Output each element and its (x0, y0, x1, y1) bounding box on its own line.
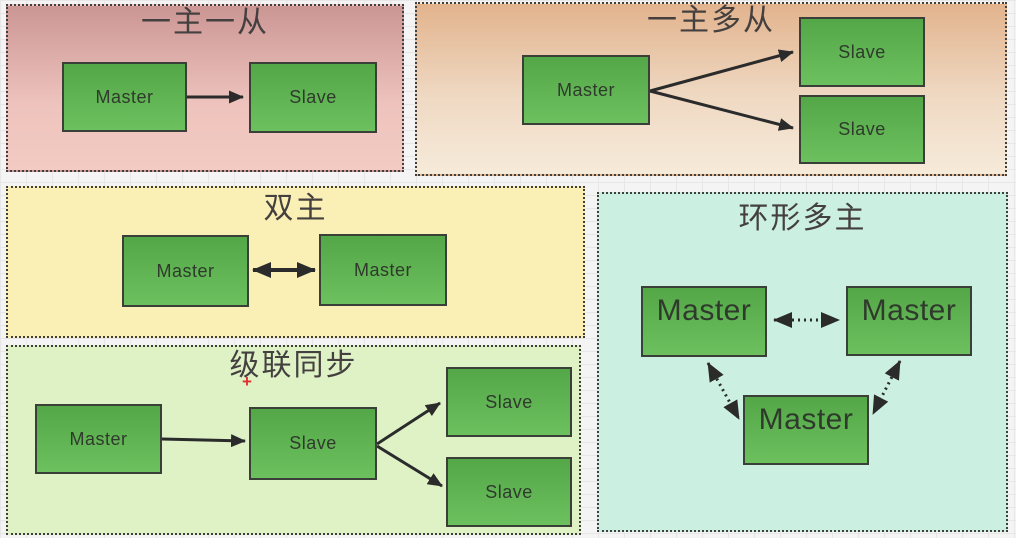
panel-title-dual-master: 双主 (263, 192, 328, 225)
panel-cascade-sync: 级联同步 + Master Slave Slave Slave (6, 345, 581, 535)
node-label: Master (556, 79, 615, 100)
master-node-right: Master (319, 234, 447, 306)
node-label: Slave (838, 41, 886, 62)
panel-ring-multi-master: 环形多主 Master Master Master (597, 192, 1008, 532)
master-node-bottom: Master (743, 395, 869, 465)
node-label: Slave (838, 119, 886, 139)
node-label: Slave (289, 87, 337, 107)
slave-node: Slave (249, 62, 377, 133)
node-label: Master (95, 86, 154, 107)
panel-title-one-master-one-slave: 一主一从 (141, 6, 269, 39)
node-label: Slave (485, 481, 533, 502)
panel-dual-master: 双主 Master Master (6, 186, 585, 338)
node-label: Slave (289, 433, 337, 453)
node-label: Master (353, 259, 412, 280)
panel-title-cascade-sync: 级联同步 (229, 349, 358, 382)
master-node: Master (522, 55, 650, 125)
crosshair-cursor-icon: + (242, 372, 252, 391)
panel-one-master-multi-slave: 一主多从 Master Slave Slave (415, 2, 1007, 176)
panel-one-master-one-slave: 一主一从 Master Slave (6, 4, 404, 172)
edges-ring-multi-master (706, 312, 902, 420)
slave-node-bottom: Slave (446, 457, 572, 527)
master-node: Master (35, 404, 162, 474)
master-node: Master (62, 62, 187, 132)
node-label: Slave (485, 391, 533, 412)
master-node-top-right: Master (846, 286, 972, 356)
node-label: Master (861, 294, 957, 327)
panel-title-one-master-multi-slave: 一主多从 (647, 4, 775, 37)
relay-slave-node: Slave (249, 407, 377, 480)
slave-node-bottom: Slave (799, 95, 925, 164)
slave-node-top: Slave (799, 17, 925, 87)
node-label: Master (758, 403, 854, 436)
node-label: Master (656, 294, 752, 327)
master-node-top-left: Master (641, 286, 767, 357)
node-label: Master (156, 260, 215, 281)
master-node-left: Master (122, 235, 249, 307)
slave-node-top: Slave (446, 367, 572, 437)
node-label: Master (69, 428, 128, 449)
panel-title-ring-multi-master: 环形多主 (738, 202, 867, 235)
